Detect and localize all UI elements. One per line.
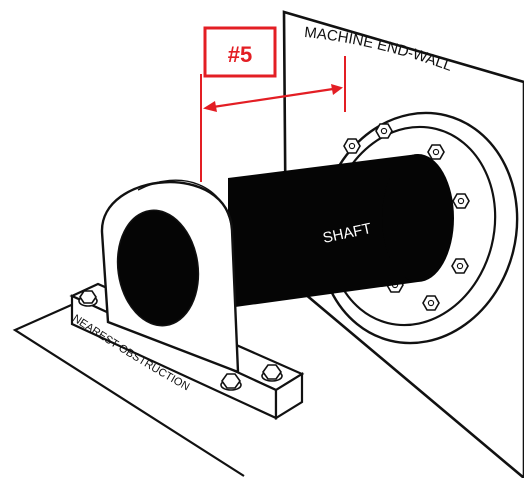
callout-number: #5	[228, 42, 252, 67]
base-bolts	[78, 290, 283, 391]
flange-bolt	[422, 295, 440, 311]
callout-badge: #5	[203, 26, 277, 78]
shaft	[228, 154, 454, 308]
flange-bolt	[343, 138, 361, 154]
flange-bolt	[452, 193, 470, 209]
bearing-bore	[116, 209, 200, 327]
dimension-arrow	[212, 87, 334, 109]
base-bolt	[220, 373, 242, 391]
flange-bolt	[451, 258, 469, 274]
base-bolt	[261, 364, 283, 382]
arrowhead-right	[331, 84, 343, 95]
flange-bolt	[375, 123, 393, 139]
arrowhead-left	[203, 101, 217, 112]
base-bolt	[78, 290, 98, 307]
dimension-markers	[200, 56, 346, 182]
flange-bolt	[427, 144, 445, 160]
